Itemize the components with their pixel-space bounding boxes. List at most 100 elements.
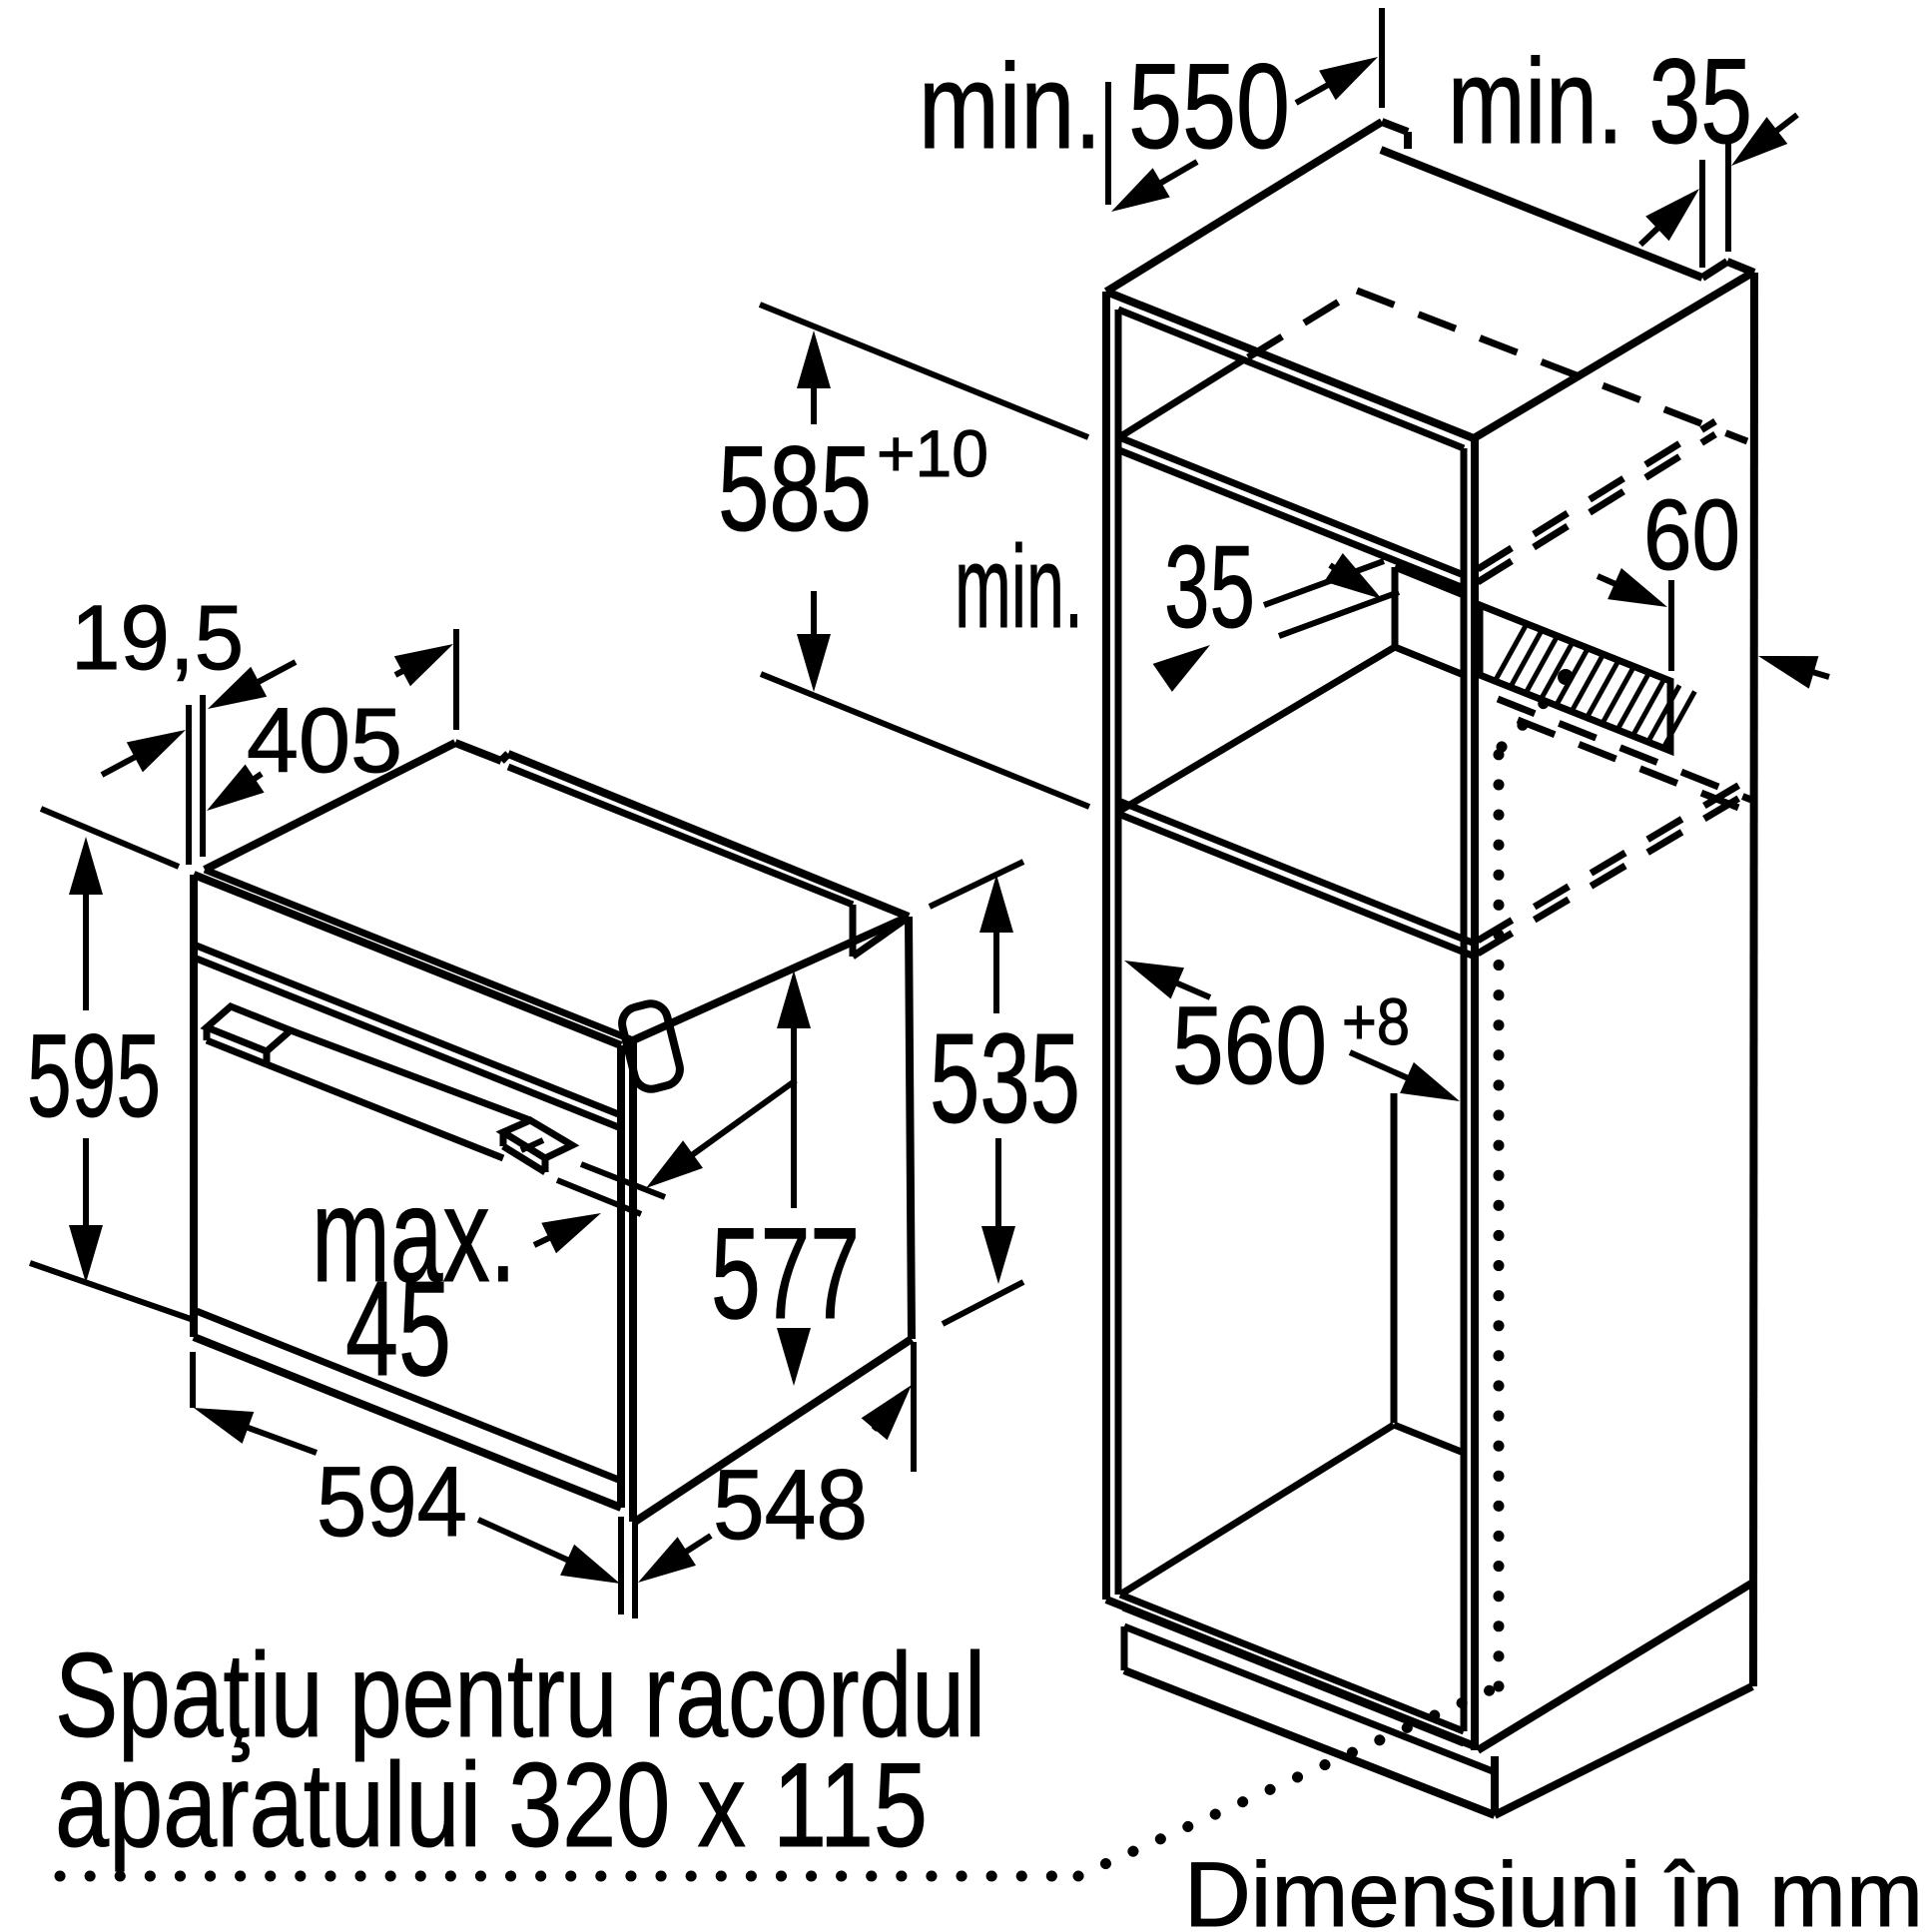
dimension-arrowhead (777, 970, 811, 1028)
label-60: 60 (1643, 479, 1740, 591)
note-units: Dimensiuni în mm (1184, 1844, 1923, 1932)
diagram-line (1348, 1049, 1416, 1084)
connection-space-hatch (1476, 599, 1674, 757)
diagram-line (1117, 356, 1246, 440)
diagram-line (289, 1026, 532, 1124)
diagram-line (501, 1143, 547, 1175)
label-560: 560 (1172, 984, 1327, 1107)
diagram-line (265, 1060, 505, 1162)
label-min-35-middle-value: 35 (1164, 521, 1255, 652)
label-548: 548 (713, 1449, 868, 1560)
diagram-line (1380, 118, 1410, 136)
hatch-line (1614, 671, 1651, 732)
diagram-line (453, 739, 503, 765)
oven-fascia-bottom-edge (192, 1333, 623, 1512)
diagram-line (1152, 159, 1199, 190)
diagram-line (1116, 810, 1477, 961)
dimension-arrowhead (1400, 1061, 1460, 1101)
cabinet-right-bottom-edge (1475, 1580, 1754, 1754)
label-560-tolerance: +8 (1342, 984, 1410, 1058)
oven-body-rear-top-edge (506, 750, 911, 921)
dimension-arrowhead (1645, 189, 1699, 242)
dimension-arrowhead (560, 1544, 620, 1584)
oven-figure (190, 739, 916, 1526)
diagram-line (1118, 1422, 1396, 1598)
diagram-line (555, 1177, 643, 1217)
diagram-line (1121, 1604, 1466, 1747)
dimension-arrowhead (207, 764, 265, 811)
label-535: 535 (930, 1007, 1080, 1149)
label-405: 405 (247, 690, 402, 792)
diagram-line (192, 1306, 623, 1485)
diagram-line (850, 916, 910, 960)
dimension-arrowhead (194, 1408, 255, 1444)
dimension-arrowhead (797, 634, 831, 692)
hatch-line (1508, 628, 1545, 689)
diagram-line (192, 941, 623, 1119)
hatch-lines (1493, 622, 1697, 750)
diagram-line (1116, 797, 1477, 948)
diagram-line (1117, 433, 1466, 579)
dimension-arrowhead (861, 1385, 912, 1441)
note-connection-space-line2: aparatului 320 x 115 (55, 1738, 928, 1872)
dimension-lines (29, 8, 1830, 1618)
hatch-line (1660, 690, 1697, 750)
diagram-line (1122, 1666, 1497, 1819)
hidden-edge-dashed-line (1516, 716, 1753, 817)
dimension-arrowhead (981, 1226, 1015, 1284)
cabinet-top-left-edge (1103, 118, 1385, 296)
diagram-line (1393, 563, 1466, 599)
dimension-arrowhead (1608, 568, 1667, 607)
hidden-edge-dashed-line (1476, 787, 1753, 958)
dimension-arrowhead (69, 837, 103, 895)
hidden-edge-dashed-line (1496, 689, 1558, 753)
diagram-line (203, 866, 635, 1044)
dimension-arrowhead (777, 1328, 811, 1386)
cabinet-front-top-edge (1104, 288, 1476, 442)
diagram-line (498, 751, 511, 764)
diagram-line (928, 859, 1025, 910)
hatch-line (1493, 622, 1530, 683)
diagram-line (1493, 1682, 1754, 1819)
diagram-line (506, 763, 855, 909)
label-594: 594 (317, 1446, 467, 1557)
dimension-arrowhead (979, 875, 1013, 933)
dimension-arrowhead (638, 1537, 696, 1583)
label-min-35-middle-word: min. (955, 521, 1083, 652)
diagram-line (205, 1036, 269, 1068)
diagram-line (758, 302, 1090, 440)
oven-fascia-top-edge (192, 871, 623, 1049)
diagram-line (29, 1260, 192, 1322)
hatch-line (1569, 653, 1606, 713)
dimension-arrowhead (1319, 57, 1378, 101)
diagram-line (39, 806, 181, 870)
diagram-line (1277, 589, 1401, 639)
cabinet-figure (54, 118, 1758, 1882)
dimension-arrowhead (1758, 656, 1819, 689)
diagram-line (1118, 1591, 1466, 1735)
diagram-line (250, 659, 298, 689)
dimension-arrowhead (646, 1140, 703, 1188)
label-595: 595 (27, 1010, 161, 1142)
oven-body-top-left-edge (203, 739, 457, 874)
oven-body-rear-right-edge (905, 916, 916, 1340)
hatch-line (1645, 684, 1682, 744)
label-577: 577 (711, 1200, 860, 1346)
label-min-550: min. 550 (919, 38, 1290, 174)
label-min-35-top: min. 35 (1448, 33, 1752, 169)
label-max: max. (312, 1159, 516, 1310)
cabinet-rear-right-edge (1749, 272, 1758, 1687)
leader-bullet (1558, 669, 1574, 685)
hidden-edge-dashed-line (1476, 774, 1753, 945)
dimension-arrowhead (1111, 168, 1170, 212)
diagram-line (1116, 643, 1397, 816)
diagram-line (759, 671, 1091, 810)
diagram-line (476, 1517, 576, 1567)
diagram-line (1392, 1421, 1466, 1457)
dimension-arrowhead (208, 666, 268, 709)
diagram-outline (495, 1116, 580, 1162)
dimension-arrowhead (541, 1213, 601, 1254)
diagram-line (1117, 446, 1466, 592)
hidden-edge-dashed-line (1476, 431, 1717, 585)
